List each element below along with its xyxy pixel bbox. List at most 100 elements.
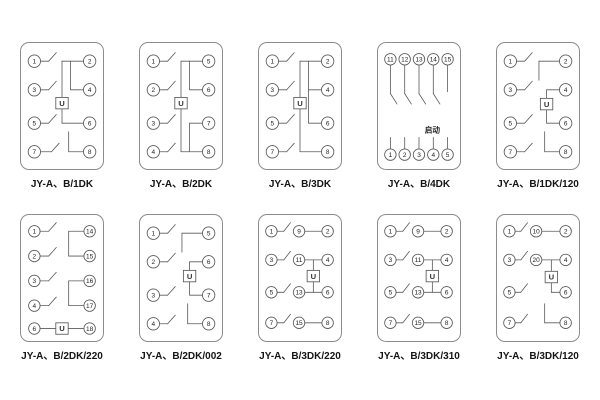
terminal-number: 3 — [509, 87, 513, 94]
terminal — [265, 316, 278, 329]
terminal — [265, 253, 278, 267]
coil-symbol — [174, 96, 188, 110]
terminal — [83, 299, 96, 312]
terminal-number: 1 — [33, 58, 37, 65]
terminal — [27, 116, 41, 130]
terminal-number: 2 — [564, 229, 568, 236]
terminal — [412, 148, 426, 161]
terminal — [559, 145, 573, 159]
wire — [167, 142, 176, 153]
terminal — [27, 83, 41, 97]
terminal-number: 5 — [207, 58, 211, 65]
terminal — [427, 148, 440, 161]
terminal — [559, 54, 573, 68]
terminal — [265, 225, 278, 238]
terminal — [411, 286, 425, 299]
terminal-number: 6 — [207, 87, 211, 94]
terminal-number: 20 — [532, 257, 540, 264]
terminal-number: 5 — [508, 290, 512, 297]
terminal — [321, 316, 334, 329]
terminal-number: 5 — [271, 120, 275, 127]
coil-label: U — [544, 100, 550, 109]
terminal-number: 7 — [509, 149, 513, 156]
coil-symbol — [182, 269, 197, 283]
terminal-number: 15 — [295, 320, 303, 327]
terminal — [265, 54, 279, 68]
terminal-number: 2 — [445, 229, 449, 236]
terminal-number: 6 — [33, 326, 37, 333]
wire — [283, 283, 291, 293]
panel-label-1dk: JY-A、B/1DK — [30, 179, 94, 190]
terminal — [83, 83, 97, 97]
terminal-number: 1 — [508, 229, 512, 236]
terminal — [265, 116, 279, 130]
terminal-number: 8 — [326, 149, 330, 156]
terminal — [28, 274, 41, 288]
terminal — [384, 53, 397, 66]
terminal — [411, 253, 425, 267]
terminal — [440, 253, 453, 267]
terminal — [503, 145, 517, 159]
terminal-number: 3 — [508, 257, 512, 264]
wire — [167, 80, 176, 91]
wire — [520, 222, 528, 232]
terminal — [321, 145, 335, 159]
coil-symbol — [306, 269, 320, 283]
terminal — [146, 116, 160, 130]
terminal-number: 1 — [389, 229, 393, 236]
terminal — [27, 54, 41, 68]
terminal-number: 2 — [564, 58, 568, 65]
terminal-number: 7 — [207, 120, 211, 127]
terminal-number: 7 — [271, 149, 275, 156]
terminal — [411, 225, 425, 238]
terminal — [146, 226, 160, 240]
wire — [167, 114, 176, 124]
terminal — [28, 322, 41, 335]
terminal — [146, 54, 160, 68]
terminal-number: 2 — [33, 253, 37, 260]
terminal-number: 11 — [415, 257, 422, 264]
terminal-number: 3 — [389, 257, 393, 264]
coil-label: U — [297, 99, 303, 108]
terminal — [441, 148, 454, 161]
terminal-number: 5 — [207, 230, 211, 237]
terminal-number: 3 — [33, 87, 37, 94]
terminal — [559, 316, 572, 329]
terminal-number: 4 — [564, 87, 568, 94]
terminal — [146, 288, 160, 302]
note-text: 启动 — [425, 125, 441, 135]
terminal — [321, 286, 334, 299]
terminal — [321, 83, 335, 97]
wire — [167, 52, 176, 62]
wire — [418, 93, 427, 105]
panel-label-1dk-120: JY-A、B/1DK/120 — [497, 179, 579, 190]
terminal-number: 8 — [88, 149, 92, 156]
terminal — [427, 53, 440, 66]
terminal — [83, 54, 97, 68]
terminal — [321, 54, 335, 68]
terminal — [321, 253, 334, 267]
wire — [167, 314, 176, 325]
terminal-number: 6 — [88, 120, 92, 127]
terminal-number: 11 — [296, 257, 303, 264]
terminal — [83, 249, 96, 263]
terminal — [503, 116, 517, 130]
terminal-number: 5 — [446, 152, 450, 159]
terminal-number: 6 — [445, 290, 449, 297]
terminal-number: 9 — [297, 229, 301, 236]
